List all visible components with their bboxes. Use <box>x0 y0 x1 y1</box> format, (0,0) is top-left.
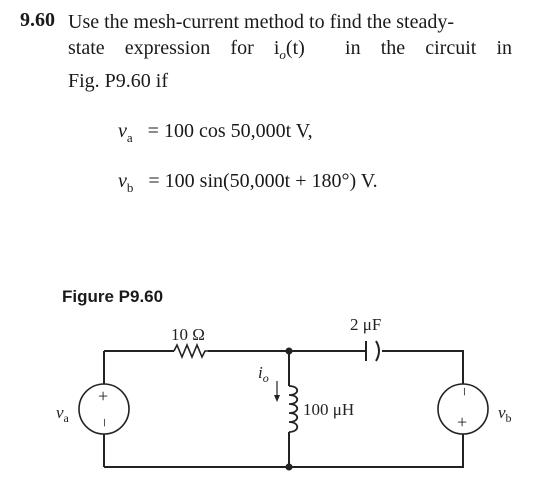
source-a-minus: − <box>95 418 112 427</box>
equation-va: va = 100 cos 50,000t V, <box>118 120 313 146</box>
wire-top-right <box>382 350 464 384</box>
resistor-label: 10 Ω <box>171 325 205 344</box>
source-a-plus: + <box>98 386 108 406</box>
inductor-label: 100 μH <box>303 400 354 419</box>
capacitor-label: 2 μF <box>350 315 381 334</box>
current-label: io <box>258 363 269 385</box>
source-b-minus: − <box>455 387 472 396</box>
source-b-plus: + <box>457 412 467 432</box>
source-a-label: va <box>56 403 70 425</box>
eq-vb-sub: b <box>126 180 134 195</box>
problem-line-3: Fig. P9.60 if <box>68 70 169 92</box>
source-a-circle <box>78 383 130 435</box>
io-subscript: o <box>279 47 286 62</box>
current-arrow-head <box>274 395 280 402</box>
equation-vb: vb = 100 sin(50,000t + 180°) V. <box>118 170 378 196</box>
problem-number: 9.60 <box>20 9 55 31</box>
io-arg: (t) <box>285 37 305 59</box>
wire-bottom <box>104 434 464 468</box>
eq-vb-var: v <box>118 170 127 192</box>
inductor <box>288 385 299 433</box>
resistor <box>173 342 208 360</box>
node-bottom <box>285 463 293 471</box>
problem-line-2-start: state expression for i <box>68 37 280 59</box>
problem-line-1: Use the mesh-current method to find the … <box>68 11 454 33</box>
source-b-label: vb <box>498 403 512 425</box>
problem-line-2: state expression for io(t) in the circui… <box>68 35 512 68</box>
eq-va-sub: a <box>126 130 133 145</box>
capacitor-plate-right <box>375 340 380 362</box>
eq-vb-rhs: = 100 sin(50,000t + 180°) V. <box>148 170 378 192</box>
source-b-circle <box>437 383 489 435</box>
eq-va-var: v <box>118 120 127 142</box>
node-top <box>285 347 293 355</box>
figure-label: Figure P9.60 <box>62 287 164 306</box>
problem-text: Use the mesh-current method to find the … <box>68 9 512 94</box>
problem-line-2-end: in the circuit in <box>345 37 512 59</box>
eq-va-rhs: = 100 cos 50,000t V, <box>147 120 313 142</box>
